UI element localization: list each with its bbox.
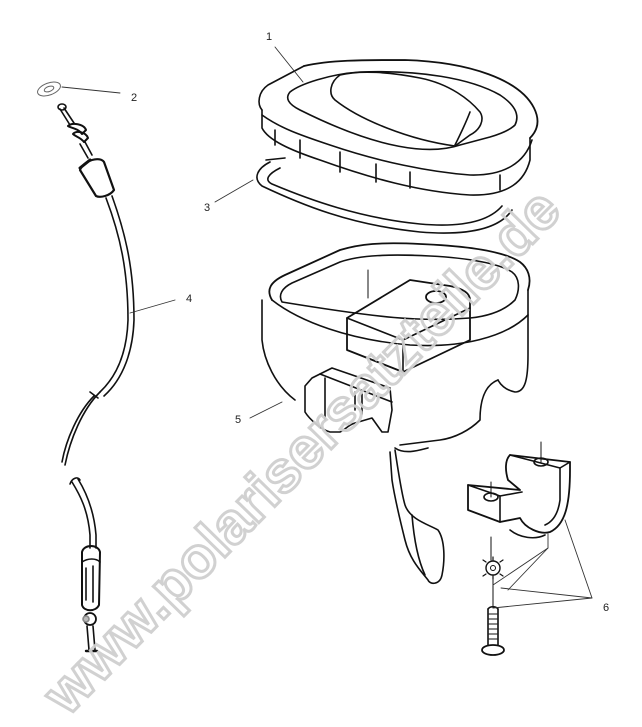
clamp-part xyxy=(467,441,571,539)
callout-1: 1 xyxy=(266,31,273,43)
throttle-housing-part xyxy=(261,242,531,585)
screw-part xyxy=(481,605,505,656)
throttle-cable-part xyxy=(57,103,135,466)
throttle-cable-lower xyxy=(69,477,101,653)
housing-cover-part xyxy=(258,59,539,196)
lock-washer-part xyxy=(482,536,504,609)
parts-diagram xyxy=(37,46,593,656)
callout-5: 5 xyxy=(235,414,242,426)
callout-2: 2 xyxy=(131,92,138,104)
callout-6: 6 xyxy=(603,602,610,614)
callout-3: 3 xyxy=(204,202,211,214)
leader-lines xyxy=(61,46,593,609)
gasket-part xyxy=(256,157,513,234)
callout-4: 4 xyxy=(186,293,193,305)
washer-part xyxy=(37,81,61,97)
